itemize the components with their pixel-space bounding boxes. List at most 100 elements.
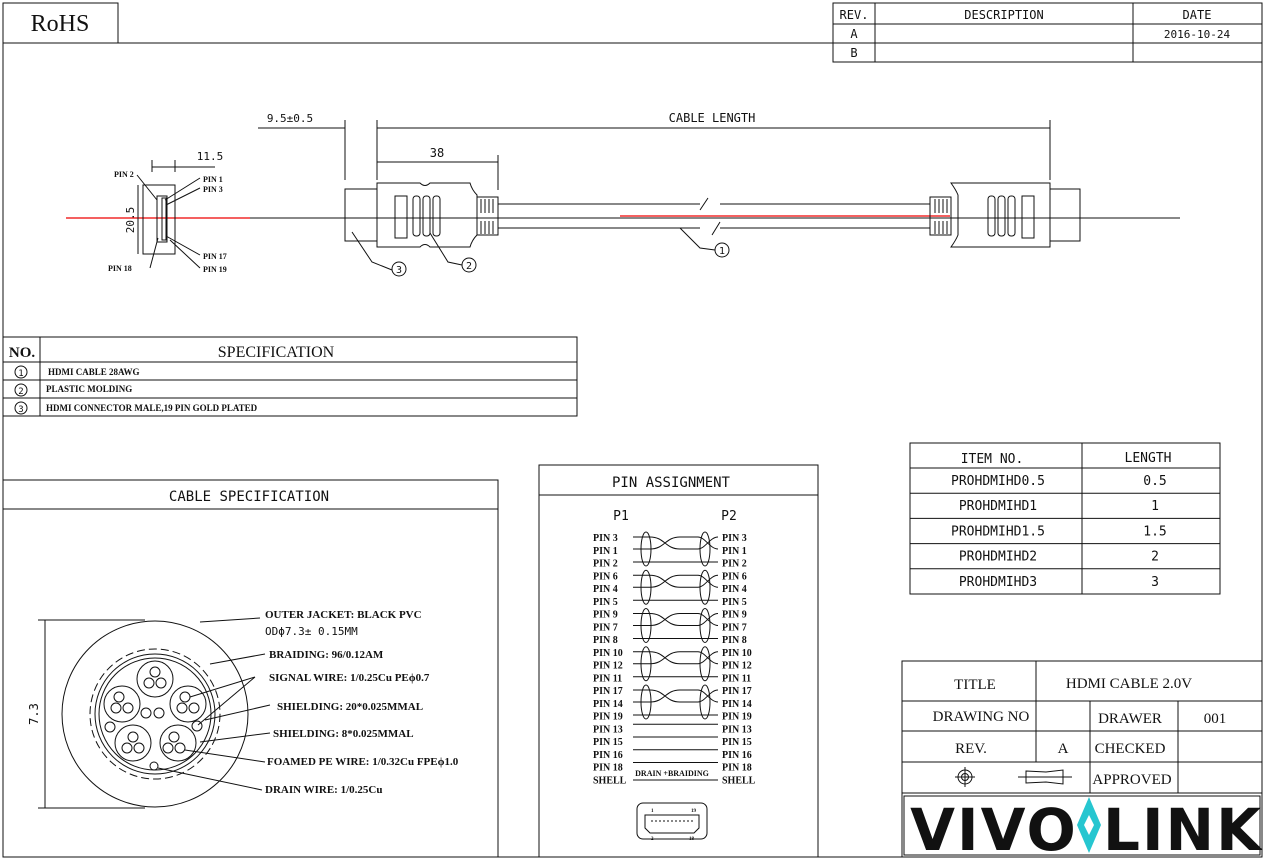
cable-diameter: 7.3 [27, 703, 41, 725]
p1-pin-label: PIN 11 [593, 673, 622, 684]
approved-label: APPROVED [1092, 772, 1171, 788]
callout-3: 3 [396, 265, 402, 276]
pin17-label: PIN 17 [203, 252, 227, 261]
drawing-no-label: DRAWING NO [933, 709, 1030, 725]
revision-table: REV. DESCRIPTION DATE A 2016-10-24 B [832, 2, 1263, 63]
pin18-label: PIN 18 [108, 264, 132, 273]
rev-b: B [850, 46, 857, 60]
shield-marker [699, 531, 711, 567]
dim-20-5: 20.5 [124, 207, 137, 234]
dim-offset: 9.5±0.5 [267, 112, 313, 125]
p1-pin-label: PIN 16 [593, 750, 623, 761]
p2-pin-label: SHELL [722, 775, 756, 786]
cable-spec-title: CABLE SPECIFICATION [169, 489, 329, 505]
item-no: PROHDMIHD1 [959, 499, 1037, 514]
p2-pin-label: PIN 18 [722, 763, 752, 774]
p2-pin-label: PIN 9 [722, 610, 747, 621]
od-label: ODϕ7.3± 0.15MM [265, 625, 358, 638]
logo-diamond-icon [1077, 797, 1101, 853]
callout-1: 1 [719, 246, 725, 257]
p1-pin-label: PIN 10 [593, 648, 623, 659]
projection-symbol-icon [955, 767, 1072, 787]
p2-pin-label: PIN 4 [722, 584, 747, 595]
rev-a-date: 2016-10-24 [1164, 28, 1231, 41]
pin-assignment: PIN ASSIGNMENT P1 P2 DRAIN +BRAIDING 1 1… [538, 464, 819, 858]
p1-pin-label: PIN 2 [593, 559, 618, 570]
p1-pin-label: PIN 1 [593, 546, 618, 557]
shield-marker [699, 684, 711, 720]
p2-pin-label: PIN 14 [722, 699, 752, 710]
cable-specification: CABLE SPECIFICATION 7.3 OUTER JACKET: BL… [2, 479, 499, 858]
description-header: DESCRIPTION [964, 8, 1043, 22]
shield-marker [640, 646, 652, 682]
spec-no: 3 [18, 405, 23, 415]
drain-wire-label: DRAIN WIRE: 1/0.25Cu [265, 784, 382, 796]
hdmi-connector-icon: 1 19 2 18 [636, 802, 708, 842]
pin3-label: PIN 3 [203, 185, 223, 194]
checked-label: CHECKED [1095, 741, 1166, 757]
p2-pin-label: PIN 19 [722, 712, 752, 723]
p2-pin-label: PIN 1 [722, 546, 747, 557]
p1-pin-label: PIN 13 [593, 724, 623, 735]
item-length: 2 [1151, 550, 1159, 565]
p2-pin-label: PIN 3 [722, 533, 747, 544]
p2-pin-label: PIN 2 [722, 559, 747, 570]
item-length: 1 [1151, 499, 1159, 514]
p2-pin-label: PIN 11 [722, 673, 751, 684]
p1-pin-label: PIN 5 [593, 597, 618, 608]
twisted-pair [633, 536, 719, 563]
spec-text: PLASTIC MOLDING [46, 384, 132, 394]
twisted-pair [633, 651, 719, 678]
item-no: PROHDMIHD0.5 [951, 474, 1045, 489]
spec-no: 1 [18, 369, 23, 379]
item-no: PROHDMIHD1.5 [951, 524, 1045, 539]
rev-label: REV. [955, 741, 987, 757]
rohs-label: RoHS [31, 11, 90, 37]
callout-2: 2 [466, 261, 472, 272]
logo-link: LINK [1103, 796, 1263, 860]
twisted-pair [633, 574, 719, 601]
p1-pin-label: PIN 17 [593, 686, 623, 697]
pin-assignment-title: PIN ASSIGNMENT [612, 475, 731, 491]
twisted-pair [633, 689, 719, 716]
p1-pin-label: SHELL [593, 775, 627, 786]
foamed-pe-label: FOAMED PE WIRE: 1/0.32Cu FPEϕ1.0 [267, 756, 459, 768]
p1-pin-label: PIN 6 [593, 571, 618, 582]
shielding-20-label: SHIELDING: 20*0.025MMAL [277, 701, 423, 713]
logo-vivo: VIVO [910, 796, 1078, 860]
p1-pin-label: PIN 19 [593, 712, 623, 723]
pin1-label: PIN 1 [203, 175, 223, 184]
twisted-pair [633, 613, 719, 639]
shield-marker [640, 684, 652, 720]
length-header: LENGTH [1125, 451, 1172, 466]
spec-no-header: NO. [9, 345, 36, 361]
title-value: HDMI CABLE 2.0V [1066, 676, 1192, 692]
drawer-value: 001 [1204, 711, 1227, 727]
date-header: DATE [1183, 8, 1212, 22]
p1-pin-label: PIN 8 [593, 635, 618, 646]
spec-text: HDMI CONNECTOR MALE,19 PIN GOLD PLATED [46, 403, 258, 413]
dim-11-5: 11.5 [197, 150, 224, 163]
shield-marker [699, 569, 711, 605]
p1-pin-label: PIN 14 [593, 699, 623, 710]
p1-pin-label: PIN 9 [593, 610, 618, 621]
connector-pin-1: 1 [651, 809, 654, 814]
jacket-label: OUTER JACKET: BLACK PVC [265, 609, 422, 621]
p2-pin-label: PIN 17 [722, 686, 752, 697]
dim-cable-length: CABLE LENGTH [669, 111, 756, 125]
title-block: TITLE HDMI CABLE 2.0V DRAWING NO DRAWER … [901, 660, 1263, 860]
vivolink-logo: VIVO LINK [903, 795, 1263, 860]
rev-value: A [1058, 741, 1069, 757]
p2-pin-label: PIN 7 [722, 622, 747, 633]
p2-pin-label: PIN 10 [722, 648, 752, 659]
p1-pin-label: PIN 12 [593, 661, 623, 672]
p2-pin-label: PIN 5 [722, 597, 747, 608]
connector-pin-2: 2 [651, 837, 654, 842]
cable-side-view: 9.5±0.5 CABLE LENGTH 38 3 2 1 [66, 111, 1180, 277]
p1-pin-label: PIN 7 [593, 622, 618, 633]
p1-pin-label: PIN 3 [593, 533, 618, 544]
spec-no: 2 [18, 387, 23, 397]
connector-end-view: 11.5 20.5 PIN 2 PIN 1 PIN 3 PIN 17 PIN 1… [108, 150, 227, 274]
